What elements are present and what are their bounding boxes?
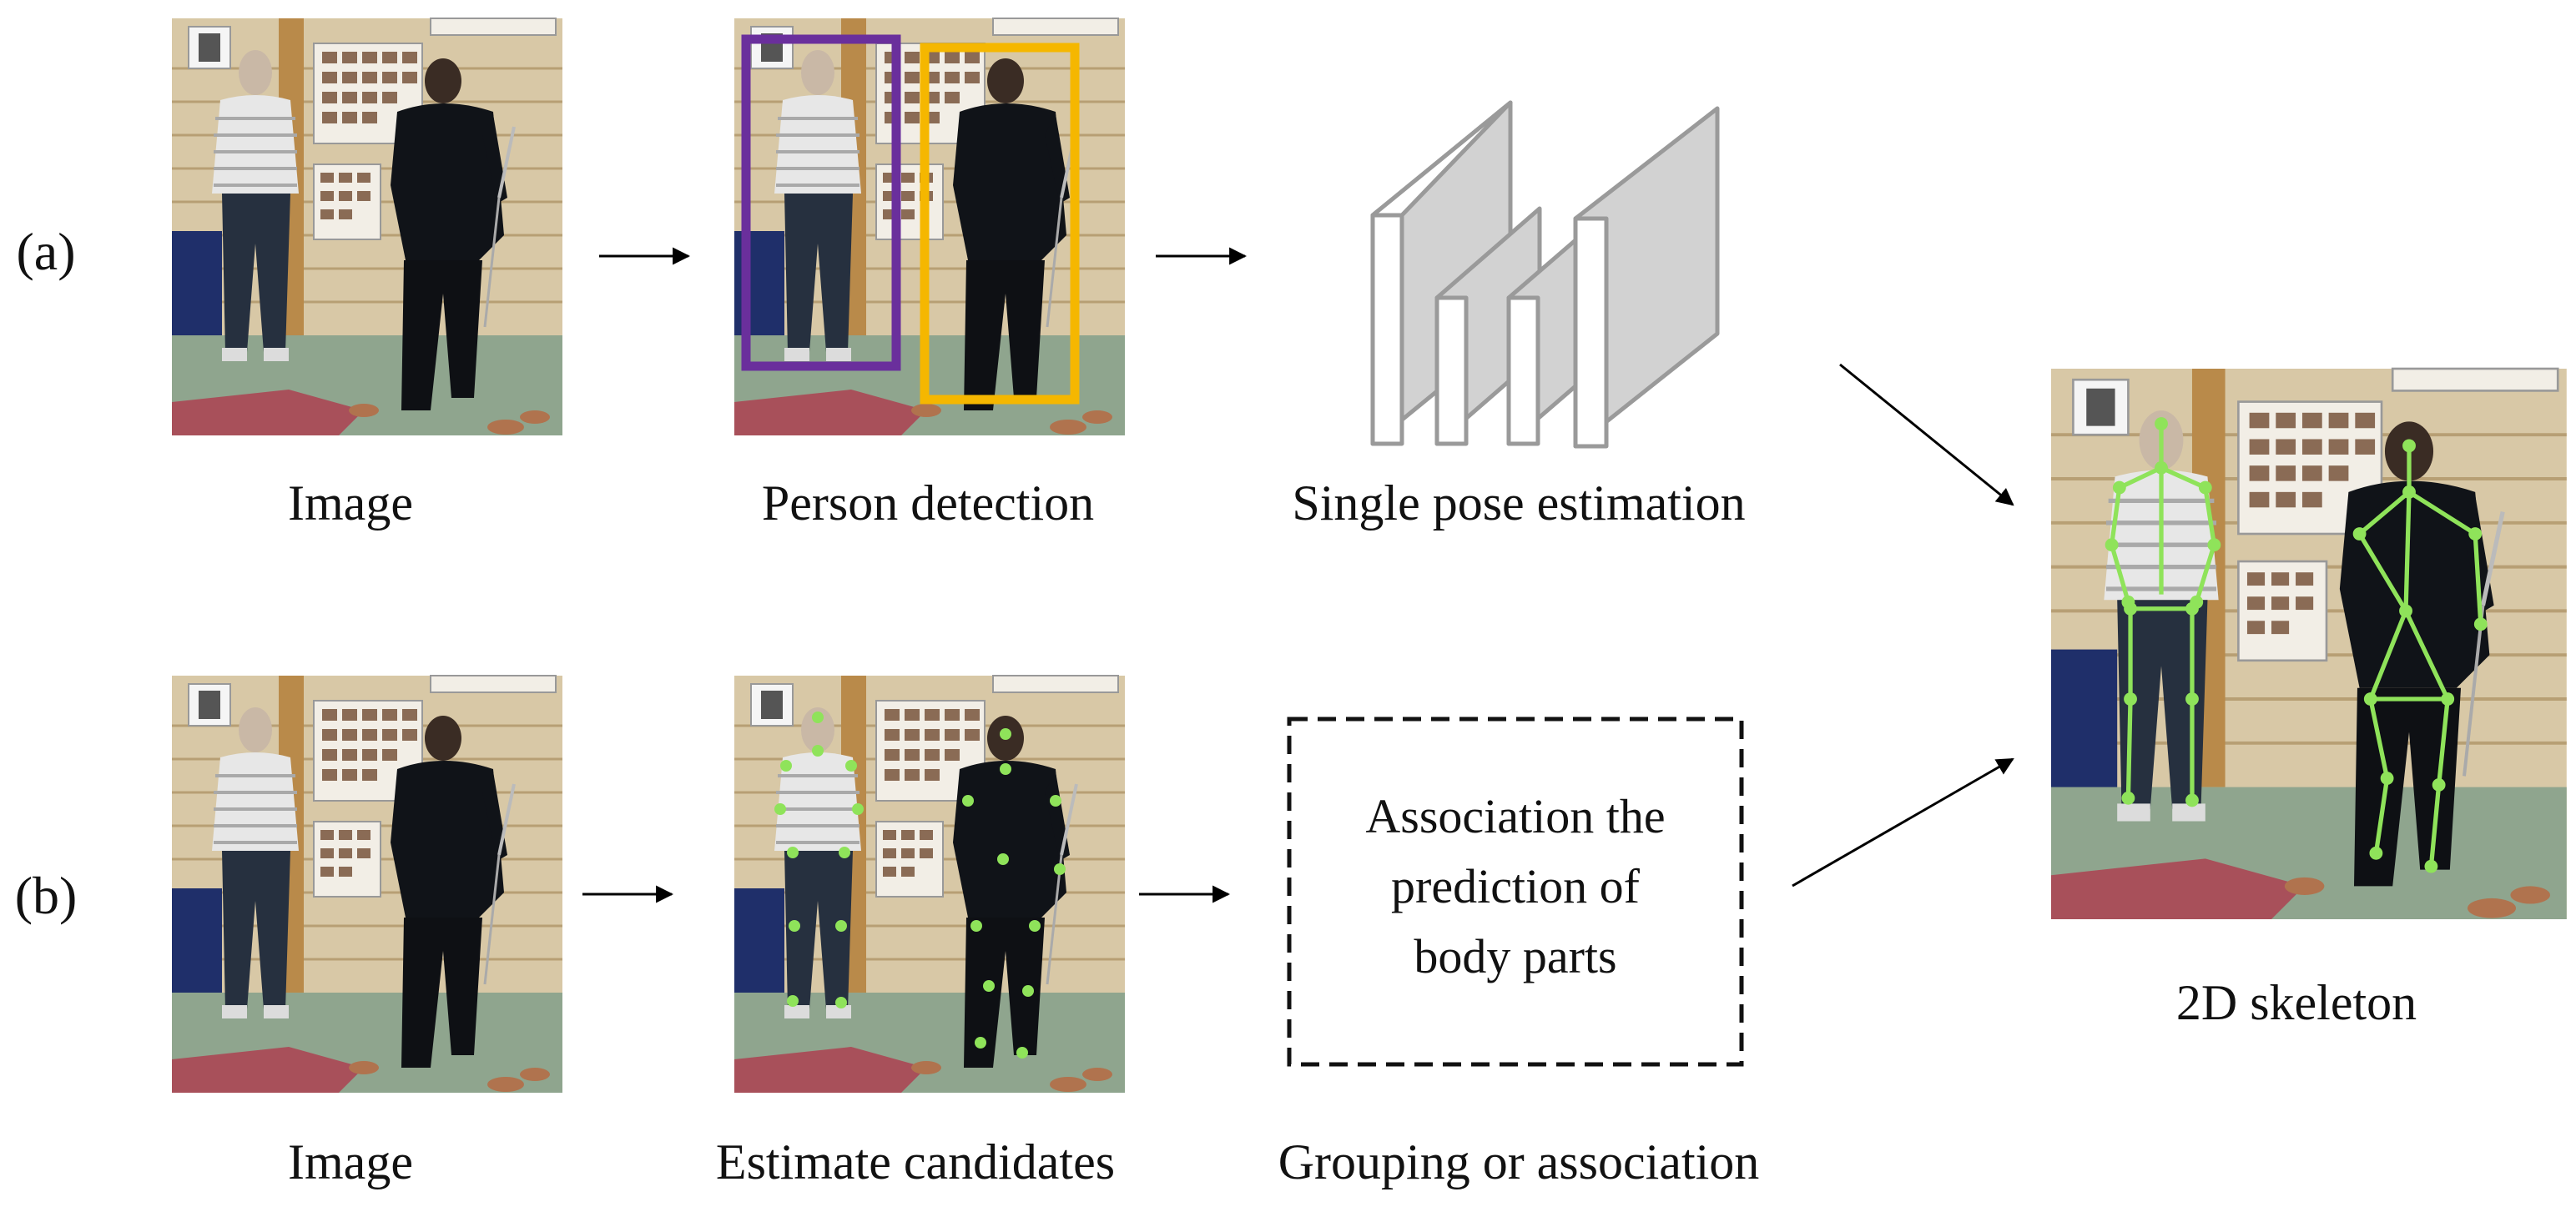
cnn-layers-icon	[1370, 100, 1720, 449]
input-image-a	[170, 17, 564, 437]
label-2d-skeleton: 2D skeleton	[2176, 975, 2417, 1030]
label-person-detection: Person detection	[762, 475, 1094, 531]
label-estimate-candidates: Estimate candidates	[716, 1134, 1115, 1189]
arrow-a3	[1839, 363, 2014, 506]
label-grouping: Grouping or association	[1278, 1134, 1760, 1189]
association-box-line-2: prediction of	[1391, 859, 1641, 913]
label-image-b: Image	[288, 1134, 413, 1189]
association-box-line-1: Association the	[1365, 789, 1665, 843]
association-box	[1287, 717, 1744, 1067]
arrow-b3	[1792, 757, 2014, 888]
label-image-a: Image	[288, 475, 413, 531]
keypoint-candidates	[774, 712, 1066, 1059]
person-detection-image	[733, 17, 1127, 437]
skeleton-image	[2051, 369, 2567, 919]
detection-box-person-1	[741, 34, 901, 371]
row-tag-a: (a)	[16, 222, 75, 281]
estimate-candidates-image	[733, 674, 1127, 1094]
detection-box-person-2	[920, 43, 1080, 405]
label-single-pose: Single pose estimation	[1292, 475, 1745, 531]
input-image-b	[170, 674, 564, 1094]
association-box-line-3: body parts	[1414, 929, 1616, 983]
row-tag-b: (b)	[15, 866, 78, 925]
